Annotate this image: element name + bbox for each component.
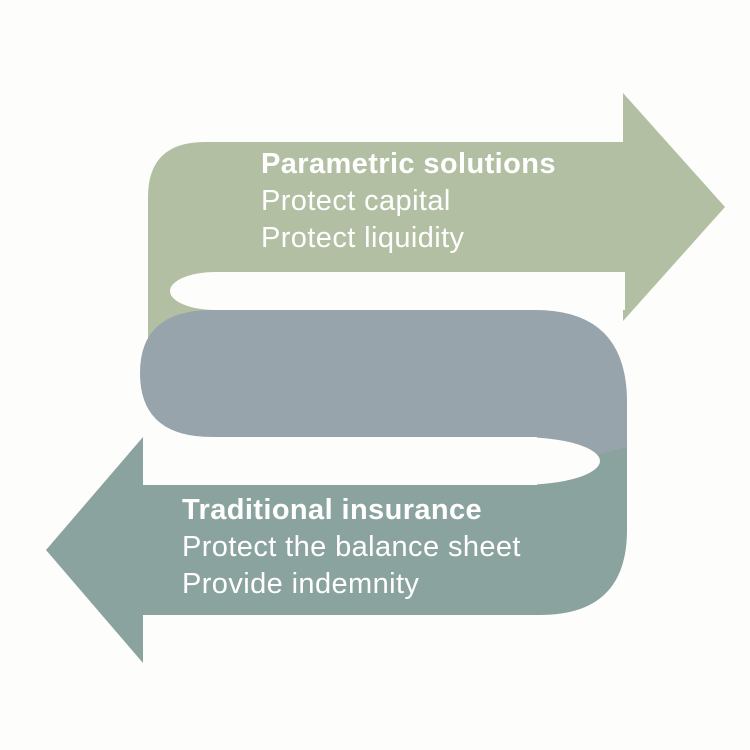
top-arrow-line-2: Protect liquidity — [261, 222, 465, 254]
top-arrow-title: Parametric solutions — [261, 148, 556, 180]
top-arrow-label: Parametric solutions Protect capital Pro… — [261, 146, 556, 257]
s-connector-shape — [140, 310, 627, 522]
bottom-arrow-shape — [46, 437, 627, 663]
bottom-arrow-line-1: Protect the balance sheet — [182, 531, 521, 563]
top-notch-shape — [170, 272, 625, 310]
top-arrow-line-1: Protect capital — [261, 185, 451, 217]
bottom-arrow-label: Traditional insurance Protect the balanc… — [182, 492, 521, 603]
bottom-arrow-line-2: Provide indemnity — [182, 568, 420, 600]
bottom-notch-shape — [160, 437, 600, 485]
bottom-arrow-title: Traditional insurance — [182, 494, 483, 526]
